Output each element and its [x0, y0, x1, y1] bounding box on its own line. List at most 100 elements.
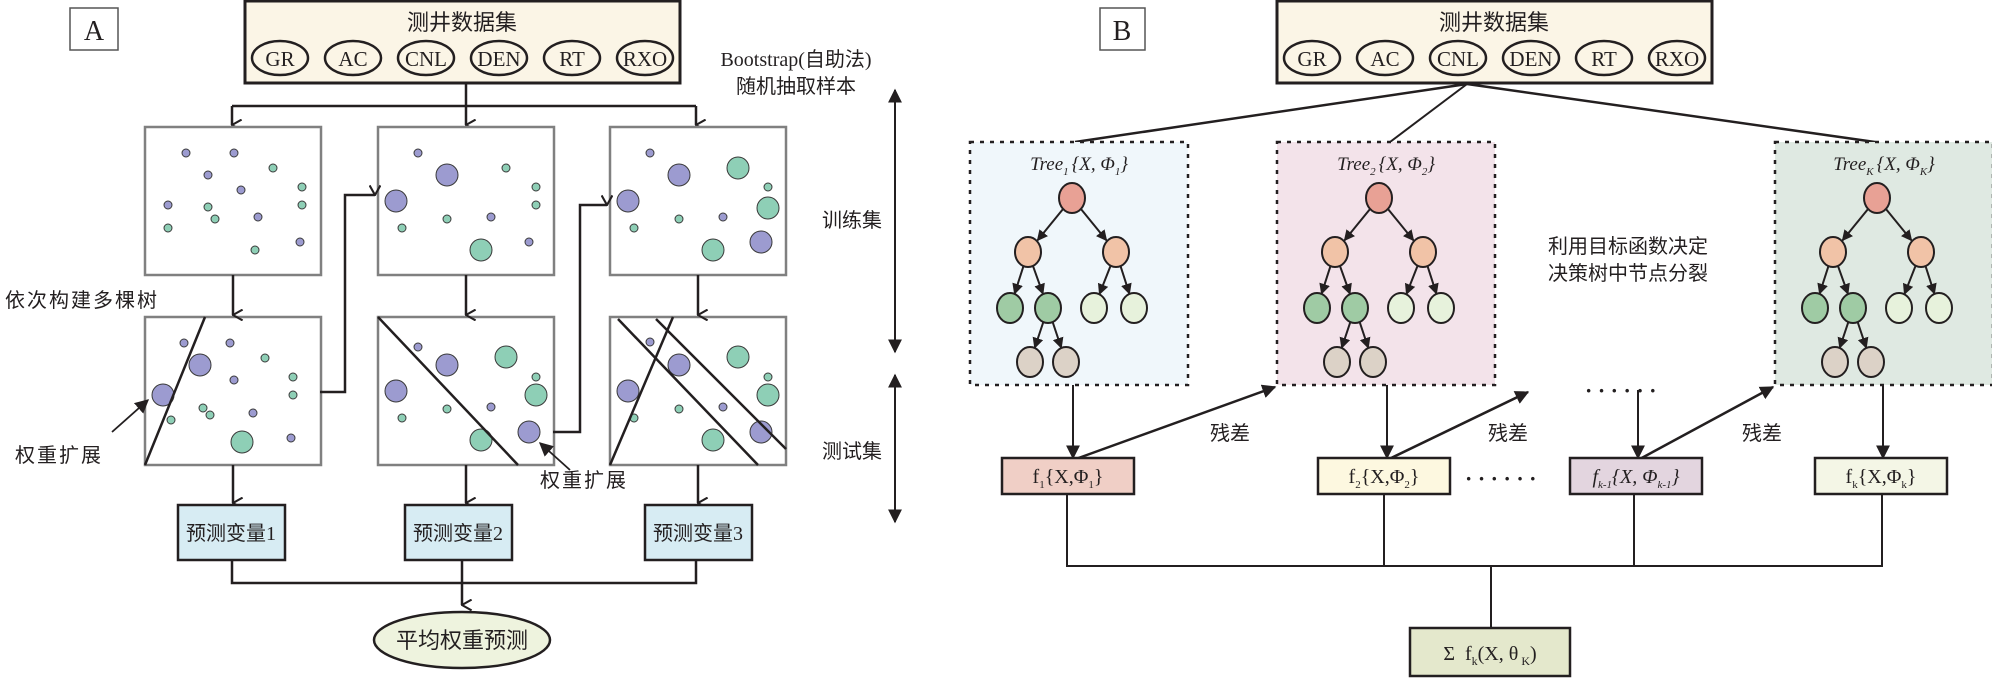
tree-title-params: {X, Φ	[1379, 154, 1422, 175]
tree-title-param_sub: K	[1919, 166, 1928, 178]
dataset-title: 测井数据集	[1439, 10, 1549, 35]
purple-sample-point	[718, 212, 728, 222]
tree-title-sub: 1	[1063, 166, 1069, 178]
panel-b-label: B	[1113, 16, 1132, 47]
sum-body-sub: K	[1521, 654, 1530, 668]
split-note-line2: 决策树中节点分裂	[1548, 262, 1708, 285]
purple-sample-point	[286, 433, 296, 443]
tree-panels: Tree1{X, Φ1}Tree2{X, Φ2}TreeK{X, ΦK}	[968, 140, 1992, 387]
log-label: GR	[265, 47, 294, 71]
predictor-box-2: 预测变量2	[403, 503, 514, 562]
tree-node	[1387, 292, 1415, 324]
green-sample-point	[524, 383, 548, 407]
tree-node	[1839, 292, 1867, 324]
tree-edge	[1885, 208, 1913, 242]
tree-node	[1016, 346, 1044, 378]
purple-sample-point	[384, 189, 408, 213]
green-sample-point	[203, 202, 213, 212]
purple-sample-point	[616, 379, 640, 403]
log-label: DEN	[1509, 47, 1552, 71]
residual-arrow-2	[1386, 390, 1530, 462]
purple-sample-point	[413, 342, 423, 352]
weight-expand-arrow-2	[538, 442, 571, 471]
sum-f: f	[1465, 643, 1472, 665]
tree-title-name: Tree	[1337, 154, 1370, 175]
log-ellipse-rxo	[1647, 39, 1707, 77]
purple-sample-point	[616, 189, 640, 213]
purple-sample-point	[486, 402, 496, 412]
green-sample-point	[205, 410, 215, 420]
green-sample-point	[501, 163, 511, 173]
tree-node	[1341, 292, 1369, 324]
function-body_sub: k-1	[1658, 479, 1672, 491]
function-close: }	[1410, 466, 1420, 488]
tree-edge	[1343, 208, 1371, 242]
tree-node	[1080, 292, 1108, 324]
green-sample-point	[397, 413, 407, 423]
tree-title-close: }	[1120, 154, 1128, 175]
tree-edge	[1031, 264, 1045, 295]
tree-edge	[1856, 320, 1869, 349]
tree-title: Tree1{X, Φ1}	[1030, 154, 1128, 178]
log-label: AC	[1370, 47, 1399, 71]
log-ellipse-cnl	[1428, 39, 1488, 77]
tree-edge	[1841, 208, 1869, 242]
tree-node	[1034, 292, 1062, 324]
predictor-frame	[403, 503, 514, 562]
function-sub: 1	[1039, 479, 1045, 491]
tree-node	[1303, 292, 1331, 324]
green-sample-point	[163, 223, 173, 233]
tree-edge	[1358, 320, 1371, 349]
function-box-1: f1{X,Φ1}	[1000, 456, 1136, 496]
train-set-label: 训练集	[822, 209, 882, 232]
tree-node	[1052, 346, 1080, 378]
tree-title-param_sub: 1	[1115, 166, 1121, 178]
purple-sample-point	[229, 148, 239, 158]
log-ellipse-den	[469, 39, 529, 77]
fan-line-tree1	[1074, 82, 1468, 144]
green-sample-point	[397, 223, 407, 233]
tree-node	[1885, 292, 1913, 324]
purple-sample-point	[435, 163, 459, 187]
log-ellipse-gr	[1282, 39, 1342, 77]
green-sample-point	[726, 156, 750, 180]
tree-node	[1409, 236, 1437, 268]
function-box-3: fk-1{X, Φk-1}	[1568, 456, 1704, 496]
function-body: {X,Φ	[1361, 466, 1405, 488]
tree-edge	[1426, 265, 1439, 295]
function-f: f	[1592, 466, 1600, 488]
dataset-box-frame	[243, 0, 682, 85]
tree-edge	[1036, 208, 1064, 242]
green-sample-point	[297, 200, 307, 210]
log-label: RXO	[1655, 47, 1699, 71]
purple-sample-point	[517, 420, 541, 444]
tree-title-params: {X, Φ	[1877, 154, 1920, 175]
tree-edge	[1032, 320, 1045, 349]
tree-title-param_sub: 2	[1422, 166, 1428, 178]
green-sample-point	[288, 372, 298, 382]
decision-boundary	[655, 318, 787, 450]
sample-boxes	[143, 125, 788, 503]
tree-edge	[1404, 264, 1419, 296]
purple-sample-point	[163, 200, 173, 210]
log-label: AC	[338, 47, 367, 71]
green-sample-point	[531, 182, 541, 192]
log-ellipse-rt	[542, 39, 602, 77]
green-sample-point	[674, 404, 684, 414]
log-ellipse-cnl	[396, 39, 456, 77]
predictor-label: 预测变量1	[186, 522, 276, 545]
purple-sample-point	[524, 237, 534, 247]
purple-sample-point	[188, 353, 212, 377]
function-label: fk-1{X, Φk-1}	[1592, 466, 1679, 491]
weight-expand-label-2: 权重扩展	[540, 469, 628, 492]
function-close: }	[1672, 466, 1680, 488]
train-sample-box-1	[143, 125, 323, 277]
purple-sample-point	[225, 338, 235, 348]
test-sample-box-2	[376, 315, 556, 467]
tree-node	[1819, 236, 1847, 268]
function-sub: k-1	[1598, 479, 1612, 491]
